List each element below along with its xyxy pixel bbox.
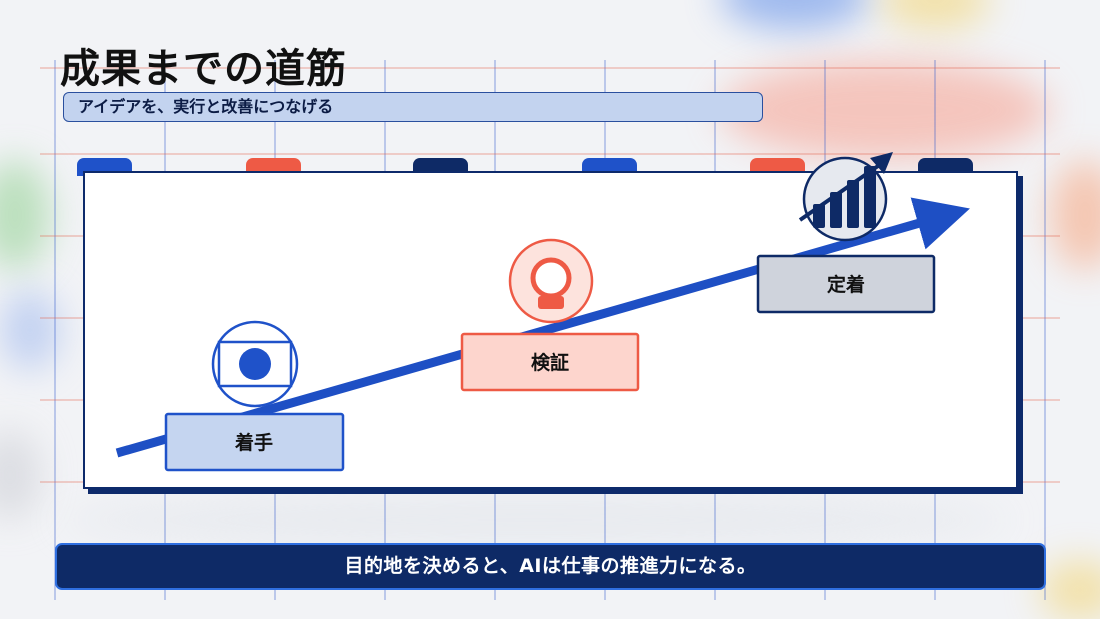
- subtitle-banner: アイデアを、実行と改善につなげる: [63, 92, 763, 122]
- footer-message: 目的地を決めると、AIは仕事の推進力になる。: [55, 543, 1046, 590]
- step-box-start: [164, 412, 345, 472]
- step-start: 着手: [164, 320, 345, 472]
- bg-blob-orange: [1050, 160, 1100, 270]
- bg-blob-pale-bottom: [60, 495, 1010, 545]
- growth-chart-icon: [798, 152, 893, 242]
- page-title: 成果までの道筋: [60, 46, 347, 92]
- bg-blob-blue-left: [0, 290, 60, 370]
- step-box-verify: [460, 332, 640, 392]
- step-verify: 検証: [460, 238, 640, 392]
- magnifier-loop-icon: [508, 238, 594, 324]
- bg-blob-yellow-bottom: [1040, 560, 1100, 619]
- step-label-start: 着手: [235, 431, 273, 454]
- step-settle: 定着: [756, 152, 936, 314]
- step-box-settle: [756, 254, 936, 314]
- step-label-verify: 検証: [531, 351, 569, 374]
- bg-blob-coral: [720, 60, 1050, 160]
- step-label-settle: 定着: [827, 273, 865, 296]
- target-frame-icon: [211, 320, 299, 408]
